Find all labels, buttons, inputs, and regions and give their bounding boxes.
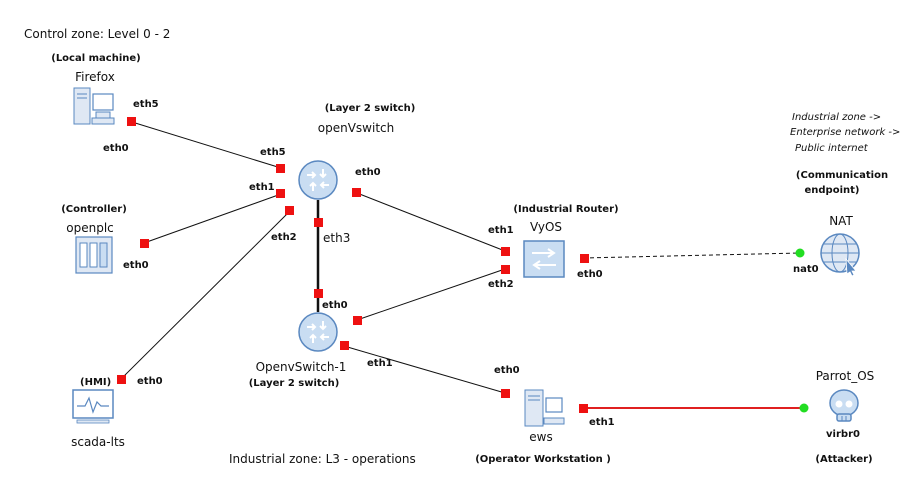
port-vyos-eth1[interactable]: [501, 247, 510, 256]
industrial-zone-label: Industrial zone: L3 - operations: [229, 452, 416, 466]
port-openplc-eth0[interactable]: [140, 239, 149, 248]
ews-role: (Operator Workstation ): [475, 454, 611, 465]
port-firefox-eth5[interactable]: [127, 117, 136, 126]
link-openvswitch-vyos: [356, 192, 506, 252]
link-vyos-nat: [582, 252, 801, 259]
port-vyos-eth0[interactable]: [580, 254, 589, 263]
ovs-eth1-label: eth1: [249, 182, 275, 193]
firefox-name: Firefox: [75, 70, 115, 84]
ews-eth1-label: eth1: [589, 417, 615, 428]
note-line3: Public internet: [795, 143, 868, 154]
ovs-eth5-label: eth5: [260, 147, 286, 158]
port-ovs-eth5[interactable]: [276, 164, 285, 173]
parrot-virbr0-label: virbr0: [826, 429, 860, 440]
control-zone-label: Control zone: Level 0 - 2: [24, 27, 171, 41]
endpoint-nat0[interactable]: [795, 248, 805, 258]
port-ews-eth0[interactable]: [501, 389, 510, 398]
port-ovs-eth2[interactable]: [285, 206, 294, 215]
ovs-eth2-label: eth2: [271, 232, 297, 243]
monitor-icon[interactable]: [72, 389, 114, 424]
openvswitch-name: openVswitch: [317, 121, 395, 135]
parrot-name: Parrot_OS: [815, 369, 875, 383]
nat-role-line2: endpoint): [804, 185, 860, 196]
ovs-eth3-label: eth3: [323, 231, 351, 245]
scada-name: scada-lts: [71, 435, 125, 449]
openplc-role: (Controller): [61, 204, 127, 215]
port-ovs1-eth0-right[interactable]: [353, 316, 362, 325]
port-ovs1-eth1[interactable]: [340, 341, 349, 350]
parrot-role: (Attacker): [815, 454, 873, 465]
firefox-eth0-label: eth0: [103, 143, 129, 154]
link-scada-openvswitch: [120, 210, 291, 380]
firefox-eth5-label: eth5: [133, 99, 159, 110]
link-openplc-openvswitch: [143, 193, 282, 244]
scada-eth0-label: eth0: [137, 376, 163, 387]
port-ovs1-eth0[interactable]: [314, 289, 323, 298]
router-icon[interactable]: [523, 240, 565, 278]
vyos-role: (Industrial Router): [513, 204, 619, 215]
ews-eth0-label: eth0: [494, 365, 520, 376]
note-line2: Enterprise network ->: [790, 127, 901, 138]
vyos-eth0-label: eth0: [577, 269, 603, 280]
ovs1-name: OpenvSwitch-1: [255, 360, 347, 374]
ovs1-role: (Layer 2 switch): [248, 378, 340, 389]
nat-role-line1: (Communication: [795, 170, 889, 181]
scada-role: (HMI): [80, 377, 112, 388]
switch-icon[interactable]: [298, 312, 338, 352]
ovs1-eth1-label: eth1: [367, 358, 393, 369]
openplc-eth0-label: eth0: [123, 260, 149, 271]
port-ovs-eth1[interactable]: [276, 189, 285, 198]
port-ews-eth1[interactable]: [579, 404, 588, 413]
ovs1-eth0-label: eth0: [322, 300, 348, 311]
port-vyos-eth2[interactable]: [501, 265, 510, 274]
firefox-role: (Local machine): [51, 53, 141, 64]
link-openvswitch1-ews: [343, 345, 506, 394]
port-scada-eth0[interactable]: [117, 375, 126, 384]
openvswitch-role: (Layer 2 switch): [324, 103, 416, 114]
desktop-pc-icon[interactable]: [73, 87, 115, 125]
plc-icon[interactable]: [75, 236, 113, 274]
ews-name: ews: [529, 430, 553, 444]
port-ovs-eth0[interactable]: [352, 188, 361, 197]
workstation-icon[interactable]: [524, 389, 565, 427]
note-line1: Industrial zone ->: [792, 112, 882, 123]
vyos-name: VyOS: [529, 220, 563, 234]
nat-name: NAT: [829, 214, 853, 228]
switch-icon[interactable]: [298, 160, 338, 200]
ovs-eth0-label: eth0: [355, 167, 381, 178]
nat-nat0-label: nat0: [793, 264, 819, 275]
endpoint-virbr0[interactable]: [799, 403, 809, 413]
vyos-eth1-label: eth1: [488, 225, 514, 236]
skull-icon[interactable]: [829, 389, 859, 422]
openplc-name: openplc: [66, 221, 114, 235]
link-openvswitch1-vyos: [356, 268, 506, 321]
vyos-eth2-label: eth2: [488, 279, 514, 290]
link-firefox-openvswitch: [131, 121, 282, 169]
globe-icon[interactable]: [820, 233, 860, 277]
port-ovs-eth3[interactable]: [314, 218, 323, 227]
